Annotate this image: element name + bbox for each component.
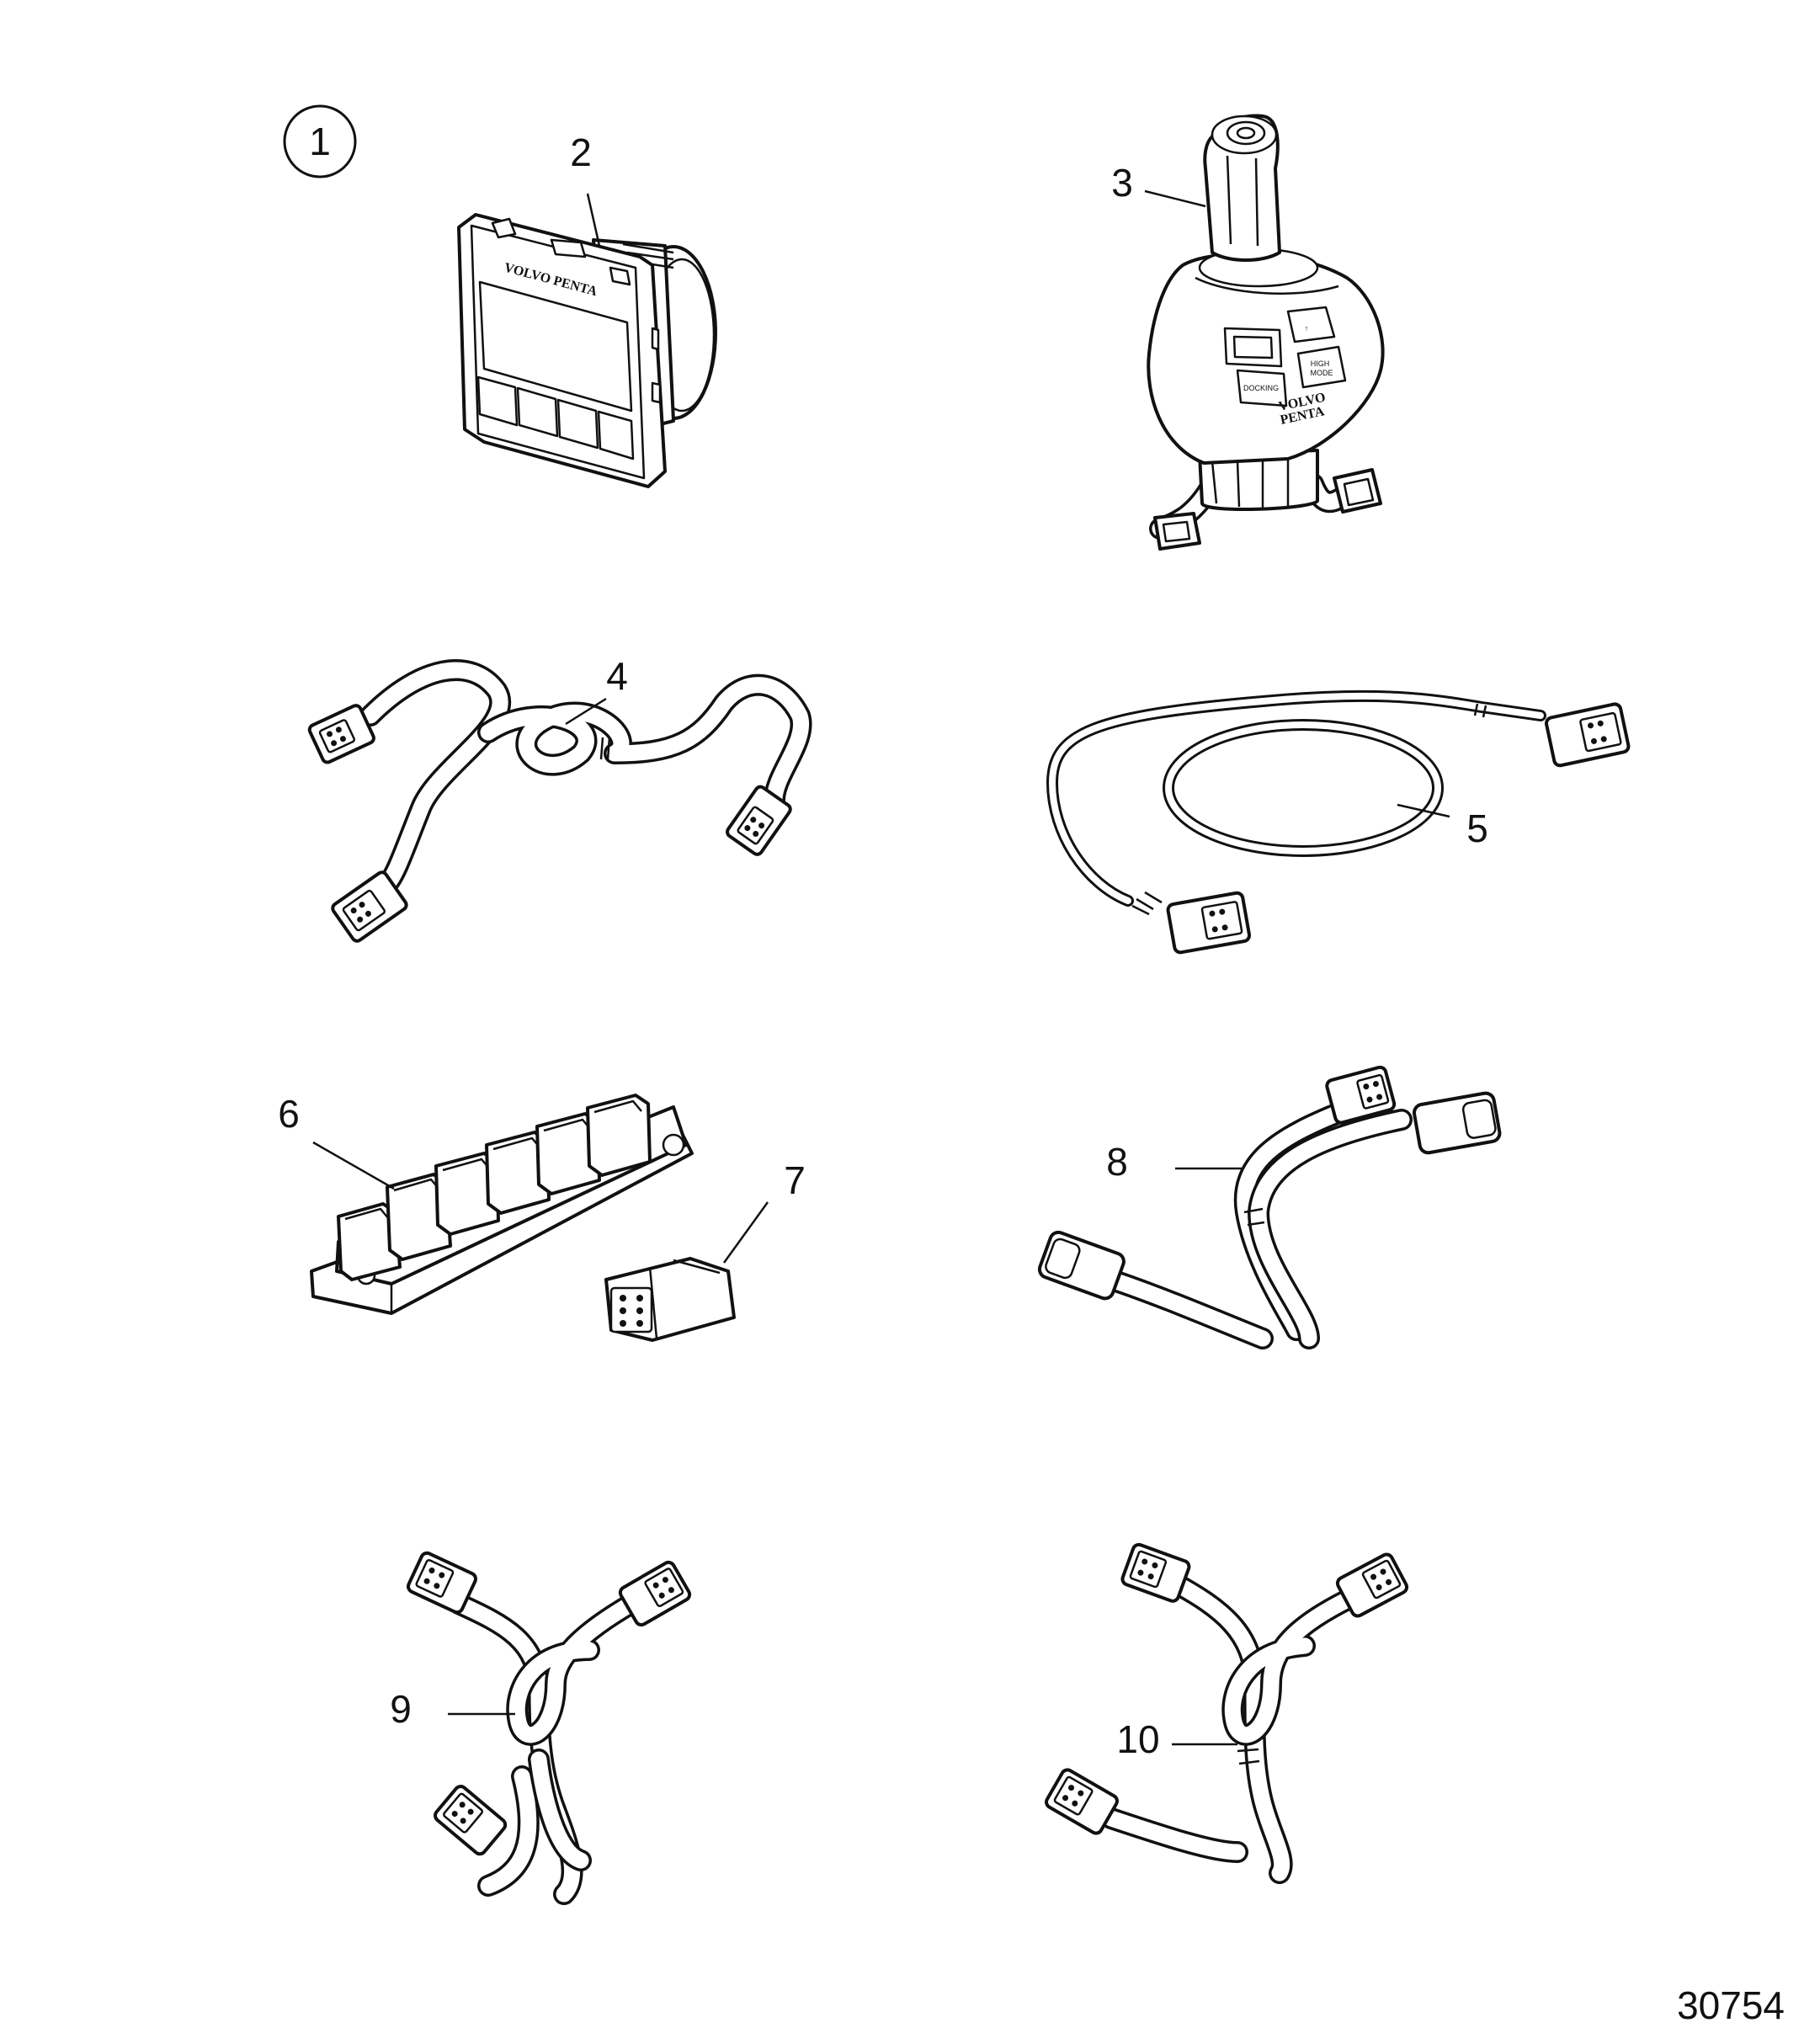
arrow-button-icon: ↑: [1305, 324, 1309, 333]
callout-9: 9: [390, 1687, 412, 1731]
part-10-harness: [1045, 1542, 1409, 1884]
leader-6: [312, 1141, 395, 1190]
callout-3: 3: [1111, 161, 1133, 205]
leader-4: [565, 697, 607, 726]
callout-10: 10: [1116, 1717, 1159, 1761]
leader-2: [586, 193, 601, 247]
leader-3: [1144, 189, 1206, 208]
part-3-joystick: ↑ DOCKING HIGH MODE VOLVO PENTA: [1147, 114, 1385, 551]
callout-4: 4: [606, 654, 628, 698]
docking-button-label: DOCKING: [1243, 384, 1279, 392]
part-9-harness: [407, 1551, 692, 1905]
part-5-cable: [1046, 689, 1631, 955]
high-mode-button-label-1: HIGH: [1311, 359, 1330, 368]
group-label-circle: 1: [283, 104, 357, 178]
part-2-display: VOLVO PENTA: [457, 213, 717, 488]
leader-7: [722, 1201, 769, 1264]
drawing-number: 30754: [1677, 1983, 1785, 2027]
part-7-plug: [604, 1257, 736, 1342]
high-mode-button-label-2: MODE: [1311, 369, 1333, 377]
callout-8: 8: [1106, 1140, 1128, 1184]
part-8-harness: [1037, 1065, 1502, 1349]
part-6-junction-block: [310, 1094, 694, 1315]
callout-6: 6: [278, 1092, 300, 1136]
callout-2: 2: [570, 130, 592, 174]
leader-5: [1397, 803, 1450, 818]
callout-5: 5: [1466, 806, 1488, 850]
part-4-harness: [307, 659, 812, 943]
callout-7: 7: [784, 1158, 806, 1202]
group-label-text: 1: [309, 120, 331, 163]
